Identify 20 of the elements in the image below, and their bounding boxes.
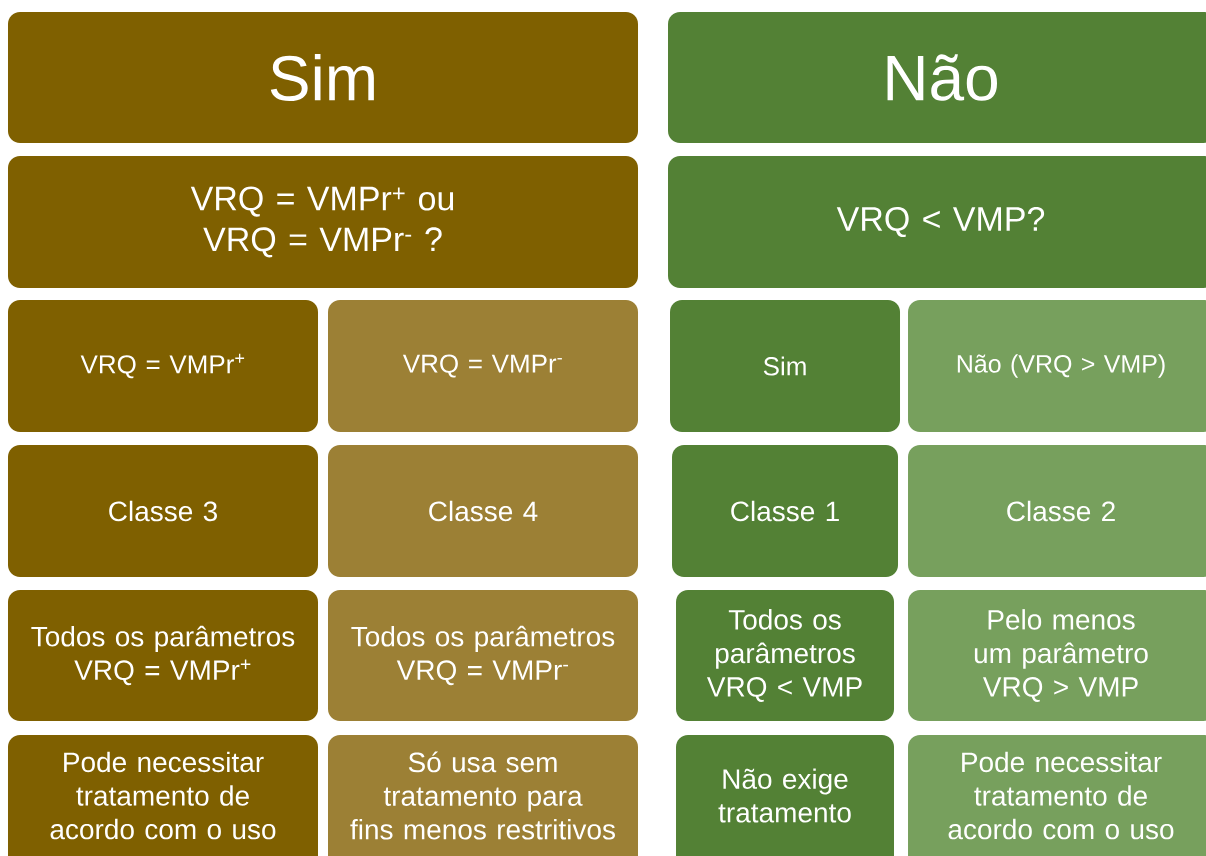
answer-box: Não (VRQ > VMP) — [908, 300, 1206, 432]
heading-box: Não — [668, 12, 1206, 143]
answer-box: VRQ = VMPr$^{-}$ — [328, 300, 638, 432]
class-box: Classe 1 — [672, 445, 898, 577]
question-box: VRQ = VMPr$^{+}$ ou VRQ = VMPr$^{-}$ ? — [8, 156, 638, 288]
class-box: Classe 2 — [908, 445, 1206, 577]
class-box: Classe 4 — [328, 445, 638, 577]
answer-box: Sim — [670, 300, 900, 432]
outcome-box: Só usa sem tratamento para fins menos restritivos — [328, 735, 638, 856]
answer-box: VRQ = VMPr$^{+}$ — [8, 300, 318, 432]
criterion-box: Todos os parâmetros VRQ < VMP — [676, 590, 894, 721]
question-box: VRQ < VMP? — [668, 156, 1206, 288]
criterion-box: Todos os parâmetros VRQ = VMPr$^{+}$ — [8, 590, 318, 721]
heading-box: Sim — [8, 12, 638, 143]
class-box: Classe 3 — [8, 445, 318, 577]
outcome-box: Não exige tratamento — [676, 735, 894, 856]
outcome-box: Pode necessitar tratamento de acordo com o uso — [908, 735, 1206, 856]
outcome-box: Pode necessitar tratamento de acordo com o uso — [8, 735, 318, 856]
criterion-box: Todos os parâmetros VRQ = VMPr$^{-}$ — [328, 590, 638, 721]
criterion-box: Pelo menos um parâmetro VRQ > VMP — [908, 590, 1206, 721]
